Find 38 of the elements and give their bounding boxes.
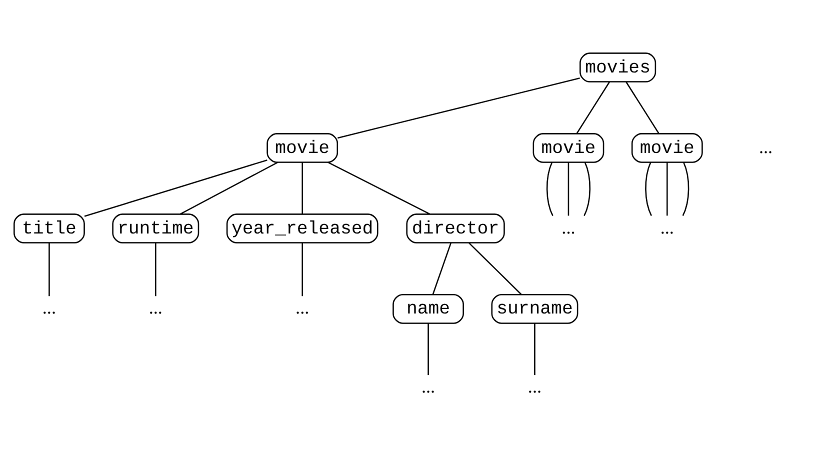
connector	[546, 162, 554, 216]
node-text: ...	[660, 216, 674, 237]
connector	[302, 162, 303, 214]
connector	[584, 162, 591, 216]
node-box: surname	[491, 294, 578, 324]
node-box: runtime	[112, 213, 200, 243]
node-text: ...	[296, 297, 310, 318]
connector	[428, 322, 429, 375]
connector	[432, 242, 452, 294]
node-box: title	[14, 213, 85, 243]
connector	[48, 242, 50, 296]
node-box: movie	[532, 132, 604, 162]
node-text: ...	[42, 297, 56, 318]
connector	[302, 242, 303, 296]
connector	[645, 162, 652, 216]
node-box: year_released	[226, 213, 378, 243]
node-box: movie	[266, 132, 338, 162]
label: ...	[758, 136, 773, 156]
connector	[666, 162, 668, 216]
node-text: ...	[421, 376, 436, 396]
connector	[534, 322, 536, 375]
connector	[337, 77, 580, 138]
node-box: movie	[631, 132, 703, 162]
connector	[155, 242, 156, 296]
connector	[626, 81, 660, 134]
connector	[84, 158, 268, 216]
connector	[328, 161, 430, 214]
connector	[682, 162, 690, 216]
node-box: director	[406, 213, 505, 243]
connector	[468, 242, 522, 295]
node-box: movies	[580, 52, 656, 82]
connector	[576, 81, 610, 134]
connector	[180, 161, 278, 214]
node-text: ...	[562, 216, 576, 237]
node-text: ...	[148, 297, 162, 318]
node-box: name	[392, 294, 464, 324]
node-text: ...	[528, 376, 542, 396]
connector	[568, 162, 570, 216]
